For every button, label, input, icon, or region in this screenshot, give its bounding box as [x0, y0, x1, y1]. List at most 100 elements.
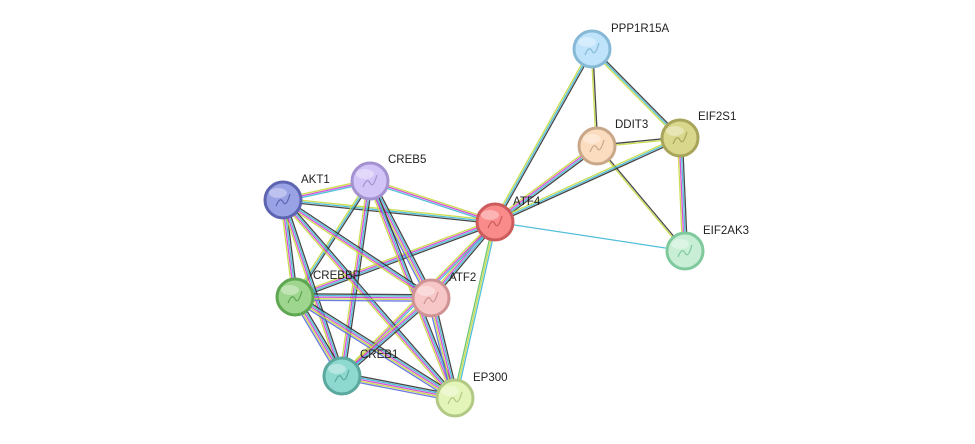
edge-line-cyan — [455, 222, 498, 399]
edge-line-cyan — [294, 180, 371, 298]
node-label: PPP1R15A — [611, 23, 670, 35]
node-crebbp[interactable]: CREBBP — [275, 270, 361, 317]
node-circle[interactable] — [572, 29, 612, 69]
edge-ddit3-atf4 — [493, 143, 599, 225]
edge-line-cyan — [295, 295, 457, 398]
node-label: CREB1 — [360, 349, 398, 361]
edge-line-yellow — [293, 219, 495, 296]
edge-line-yellow — [281, 201, 431, 301]
edge-line-black — [592, 47, 682, 138]
edge-line-black — [284, 199, 345, 376]
protein-structure-icon — [447, 391, 463, 405]
protein-structure-icon — [589, 139, 605, 153]
edge-line-black — [343, 299, 434, 379]
node-label: EIF2S1 — [698, 111, 736, 123]
node-eif2s1[interactable]: EIF2S1 — [660, 111, 736, 158]
edge-line-magenta — [340, 180, 370, 376]
edge-line-black — [495, 49, 594, 224]
edge-line-yellow — [454, 221, 496, 399]
node-highlight — [583, 134, 601, 144]
node-label: DDIT3 — [615, 119, 648, 131]
edge-line-black — [283, 197, 433, 297]
protein-structure-icon — [334, 369, 350, 383]
edge-atf4-creb5 — [369, 178, 496, 225]
node-highlight — [481, 210, 499, 220]
node-circle[interactable] — [660, 118, 700, 158]
node-atf2[interactable]: ATF2 — [411, 272, 476, 318]
node-circle[interactable] — [665, 231, 705, 271]
edge-line-magenta — [341, 296, 431, 376]
node-creb5[interactable]: CREB5 — [350, 154, 426, 201]
edge-crebbp-atf2 — [294, 293, 432, 302]
edge-line-magenta — [368, 181, 455, 399]
edge-line-cyan — [494, 221, 686, 252]
edge-line-magenta — [294, 296, 432, 299]
node-ppp1r15a[interactable]: PPP1R15A — [572, 23, 670, 69]
node-highlight — [356, 169, 374, 179]
node-akt1[interactable]: AKT1 — [263, 174, 330, 220]
edge-line-cyan — [295, 294, 432, 298]
node-label: ATF4 — [513, 196, 541, 208]
edge-line-yellow — [283, 197, 496, 222]
edge-atf4-ep300 — [452, 221, 498, 399]
edge-ppp1r15a-eif2s1 — [590, 47, 682, 140]
protein-structure-icon — [677, 244, 693, 258]
edge-line-cyan — [283, 199, 344, 376]
node-circle[interactable] — [275, 277, 315, 317]
edge-line-black — [597, 145, 687, 251]
node-label: EP300 — [473, 372, 508, 384]
edge-line-cyan — [494, 137, 681, 223]
node-circle[interactable] — [350, 161, 390, 201]
edge-line-yellow — [294, 297, 431, 301]
node-circle[interactable] — [577, 126, 617, 166]
node-circle[interactable] — [435, 378, 475, 418]
edge-line-cyan — [283, 198, 432, 298]
edge-line-blue — [294, 299, 431, 302]
protein-structure-icon — [672, 131, 688, 145]
edge-line-cyan — [342, 298, 432, 378]
node-highlight — [281, 285, 299, 295]
node-highlight — [417, 286, 435, 296]
protein-structure-icon — [275, 193, 291, 207]
edge-line-green — [452, 221, 495, 398]
edge-line-black — [295, 293, 432, 296]
edge-ddit3-eif2ak3 — [595, 145, 687, 252]
edge-ppp1r15a-atf4 — [493, 47, 594, 224]
protein-structure-icon — [287, 290, 303, 304]
node-circle[interactable] — [475, 202, 515, 242]
edge-line-yellow — [494, 135, 680, 222]
edge-akt1-atf2 — [281, 197, 433, 301]
edge-line-black — [343, 181, 374, 377]
node-eif2ak3[interactable]: EIF2AK3 — [665, 225, 749, 271]
edge-atf2-creb1 — [339, 295, 434, 379]
node-circle[interactable] — [411, 278, 451, 318]
edge-eif2s1-atf4 — [494, 135, 681, 225]
node-ddit3[interactable]: DDIT3 — [577, 119, 648, 166]
edge-line-yellow — [493, 143, 596, 221]
node-label: CREBBP — [313, 270, 361, 282]
edge-line-black — [495, 138, 681, 225]
edge-line-cyan — [495, 146, 598, 224]
node-highlight — [578, 37, 596, 47]
edge-line-cyan — [591, 48, 681, 139]
node-creb1[interactable]: CREB1 — [322, 349, 398, 396]
edge-line-magenta — [282, 200, 431, 300]
edge-line-cyan — [369, 181, 495, 225]
edge-line-cyan — [494, 48, 593, 223]
edge-line-yellow — [339, 295, 430, 375]
edge-atf4-eif2ak3 — [494, 221, 686, 252]
edge-line-yellow — [493, 47, 592, 222]
protein-structure-icon — [487, 215, 503, 229]
edge-line-cyan — [370, 179, 433, 298]
node-highlight — [328, 364, 346, 374]
node-atf4[interactable]: ATF4 — [475, 196, 541, 242]
edge-line-black — [295, 223, 497, 300]
protein-structure-icon — [423, 291, 439, 305]
node-highlight — [666, 126, 684, 136]
node-circle[interactable] — [263, 180, 303, 220]
node-ep300[interactable]: EP300 — [435, 372, 508, 418]
node-circle[interactable] — [322, 356, 362, 396]
node-label: ATF2 — [449, 272, 476, 284]
